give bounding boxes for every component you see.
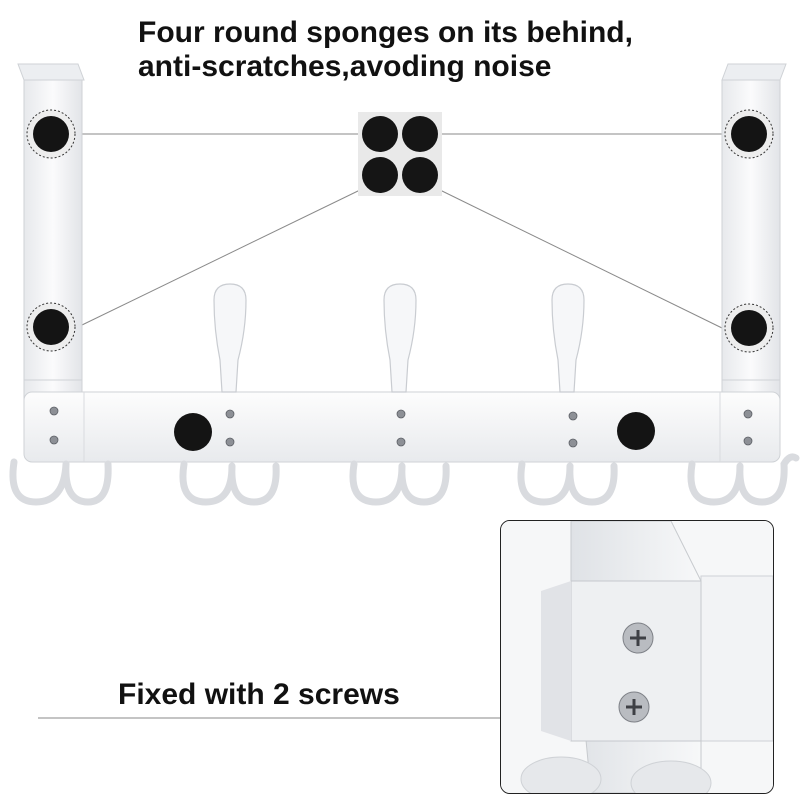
screw [568,438,578,448]
closeup-screw-1 [622,622,654,654]
screw [225,437,235,447]
screw [225,409,235,419]
leader-line-bottom-right [439,189,723,329]
lower-hook-3 [349,460,450,506]
upper-hook-3 [551,283,585,393]
screws-caption: Fixed with 2 screws [118,678,400,711]
lower-hook-1 [9,458,112,506]
sponges-caption-line-2: anti-scratches,avoding noise [138,50,552,83]
screw [568,411,578,421]
closeup-screw-2 [618,691,650,723]
lower-hook-5 [687,453,800,506]
upper-hooks [213,283,585,393]
sponge-bar-right [617,412,655,450]
screw [49,435,59,445]
lower-hooks [9,453,800,506]
leader-line-bottom-left [81,189,361,326]
swatch-sponge-2 [402,116,438,152]
closeup-illustration [501,521,773,793]
sponge-bar-left [174,413,212,451]
arm-sponges [26,109,774,451]
sponges-caption-line-1: Four round sponges on its behind, [138,16,633,49]
lower-hook-2 [179,460,280,506]
sponges-caption: Four round sponges on its behind, anti-s… [138,16,633,84]
sponge-swatch [358,112,442,196]
upper-hook-2 [383,283,417,393]
horizontal-bar [23,391,781,463]
screw [396,437,406,447]
leader-lines [38,133,723,719]
swatch-sponge-3 [362,157,398,193]
screws [49,406,753,448]
swatch-sponge-1 [362,116,398,152]
screw [743,436,753,446]
lower-hook-4 [517,460,618,506]
screw [396,409,406,419]
swatch-sponge-4 [402,157,438,193]
upper-hook-1 [213,283,247,393]
screw [743,409,753,419]
screw [49,406,59,416]
screws-closeup-inset [500,520,774,794]
